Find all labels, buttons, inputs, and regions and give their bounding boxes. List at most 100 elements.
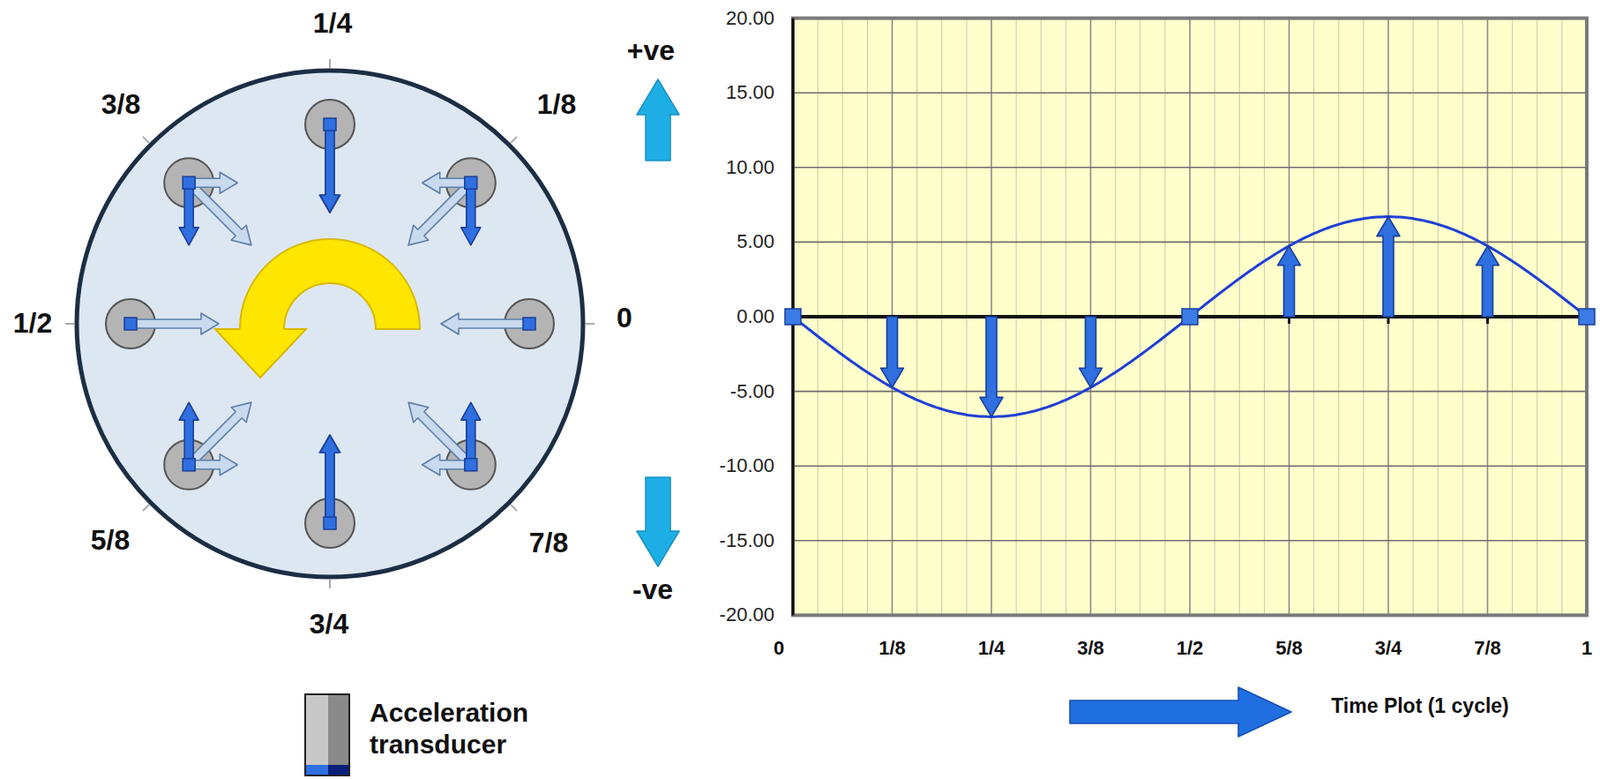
sample-arrow [881, 316, 905, 388]
position-label: 1/8 [537, 89, 576, 120]
centripetal-arrow [319, 124, 341, 213]
axis-label: 7/8 [1473, 637, 1502, 659]
axis-label: 1/8 [878, 637, 906, 659]
grid-line [792, 91, 1587, 94]
icon-sensor-dark [328, 764, 350, 776]
transducer [105, 299, 219, 349]
position-label: 5/8 [90, 524, 130, 556]
axis-label: -5.00 [730, 381, 775, 403]
axis-label: 15.00 [725, 82, 775, 104]
position-tick [142, 504, 150, 511]
position-label: 3/4 [309, 608, 349, 640]
transducer-sensor [464, 458, 478, 472]
transducer-sensor [523, 317, 536, 330]
zero-marker [1181, 308, 1198, 325]
tick [1387, 316, 1391, 324]
transducer-sensor [182, 176, 195, 189]
time-direction-arrow [1069, 687, 1292, 737]
zero-marker [1578, 308, 1595, 325]
transducer-sensor [464, 176, 478, 189]
grid-line [792, 166, 1587, 169]
axis-label: 1/4 [978, 637, 1006, 659]
grid-line [792, 241, 1587, 244]
rotor-disc [65, 59, 595, 589]
axis-label: 10.00 [725, 157, 775, 179]
transducer [164, 402, 252, 490]
sample-arrow [1476, 246, 1500, 317]
centripetal-arrow [130, 313, 219, 335]
horizontal-component-arrow [188, 171, 238, 194]
tick [1287, 316, 1291, 324]
axis-label: -15.00 [719, 530, 775, 552]
position-tick [328, 579, 331, 589]
position-label: 7/8 [529, 527, 569, 559]
rotor-outline [76, 70, 584, 577]
position-label: 3/8 [101, 89, 141, 120]
plot-area [792, 18, 1587, 616]
transducer [408, 157, 496, 246]
sample-arrow [1278, 246, 1301, 317]
position-label: 1/4 [313, 7, 352, 39]
centripetal-arrow [319, 434, 341, 524]
vertical-component-arrow [320, 124, 340, 213]
vertical-component-arrow [179, 402, 199, 465]
vertical-component-arrow [461, 402, 481, 465]
axis-label: 1/2 [1176, 637, 1204, 659]
axis-caption: Time Plot (1 cycle) [1330, 695, 1510, 718]
transducer [305, 434, 355, 548]
horizontal-component-arrow [422, 171, 472, 194]
icon-sensor [305, 764, 329, 776]
horizontal-component-arrow [188, 454, 238, 476]
position-tick [510, 504, 517, 511]
transducer-sensor [124, 317, 137, 330]
transducer [441, 299, 554, 349]
axis-label: 0.00 [736, 306, 775, 328]
time-plot [785, 18, 1595, 616]
icon-outline [305, 694, 350, 776]
axis-label: -20.00 [719, 604, 775, 626]
transducer [164, 157, 252, 246]
transducer-legend-icon [305, 694, 350, 776]
vertical-component-arrow [320, 434, 340, 524]
transducer-sensor [182, 458, 195, 472]
vertical-component-arrow [179, 182, 199, 246]
axis-label: 3/4 [1375, 637, 1403, 659]
grid-line [792, 539, 1587, 542]
position-label: -ve [632, 574, 673, 606]
transducer-sensor [323, 516, 337, 530]
horizontal-component-arrow [422, 454, 472, 476]
transducer [305, 99, 355, 213]
axis-label: -10.00 [719, 455, 775, 477]
grid-line [792, 390, 1587, 393]
position-label: +ve [627, 35, 675, 67]
axis-label: 1 [1581, 637, 1593, 659]
rotation-arrow [215, 239, 420, 378]
sample-arrow [1376, 216, 1400, 317]
acceleration-curve [792, 216, 1587, 418]
position-tick [510, 136, 517, 143]
position-tick [65, 322, 75, 325]
icon-dark [328, 694, 350, 765]
axis-label: 3/8 [1076, 637, 1105, 659]
plot-border [792, 18, 1587, 616]
position-label: 1/2 [13, 307, 53, 339]
axis-label: 5.00 [736, 231, 775, 253]
vertical-component-arrow [461, 182, 481, 246]
negative-direction-arrow [636, 477, 680, 567]
sample-arrow [979, 316, 1003, 417]
axis-label: 5/8 [1275, 637, 1303, 659]
transducer-sensor [323, 118, 337, 131]
zero-marker [785, 308, 801, 325]
tick [1486, 316, 1489, 324]
sample-arrow [1079, 316, 1103, 388]
position-tick [585, 322, 595, 325]
position-label: 0 [616, 302, 633, 334]
axis-label: 20.00 [725, 7, 775, 30]
grid-line [792, 464, 1587, 467]
position-tick [328, 59, 331, 68]
transducer [408, 402, 496, 490]
legend-text: Acceleration transducer [369, 696, 564, 761]
axis-label: 0 [773, 637, 785, 659]
centripetal-arrow [441, 313, 530, 335]
